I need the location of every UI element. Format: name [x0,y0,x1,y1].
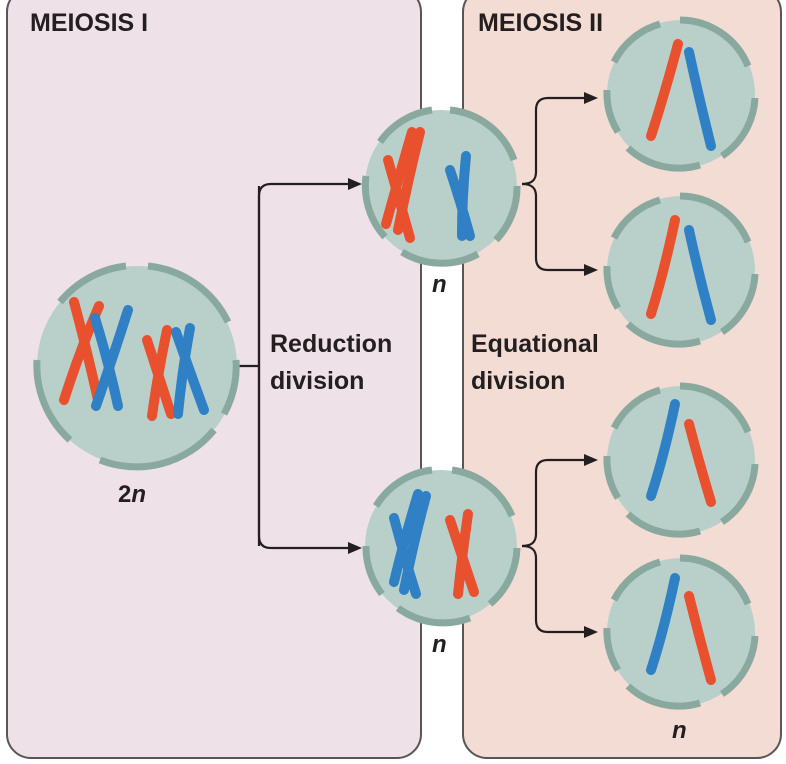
reduction-division-label-2: division [270,367,364,395]
meiosis-1-bottom-ploidy: n [432,631,447,658]
meiosis-1-title: MEIOSIS I [30,9,148,37]
meiosis-2-cell-2 [603,192,759,348]
meiosis-2-cell-1 [603,16,759,172]
meiosis-1-arrows [239,178,362,554]
meiosis-2-cell-4 [603,554,759,710]
parent-ploidy-label: 2n [118,481,146,508]
reduction-division-label-1: Reduction [270,330,392,358]
meiosis-2-top-arrows [521,92,598,276]
meiosis-1-bottom-cell [362,466,521,627]
meiosis-2-bottom-ploidy: n [672,717,687,744]
meiosis-1-top-ploidy: n [432,271,447,298]
meiosis-2-title: MEIOSIS II [478,9,603,37]
equational-division-label-1: Equational [471,330,599,358]
meiosis-2-bottom-arrows [521,454,598,638]
equational-division-label-2: division [471,367,565,395]
meiosis-2-cell-3 [603,382,759,538]
meiosis-1-top-cell [361,106,521,267]
parent-cell-2n [33,262,240,471]
